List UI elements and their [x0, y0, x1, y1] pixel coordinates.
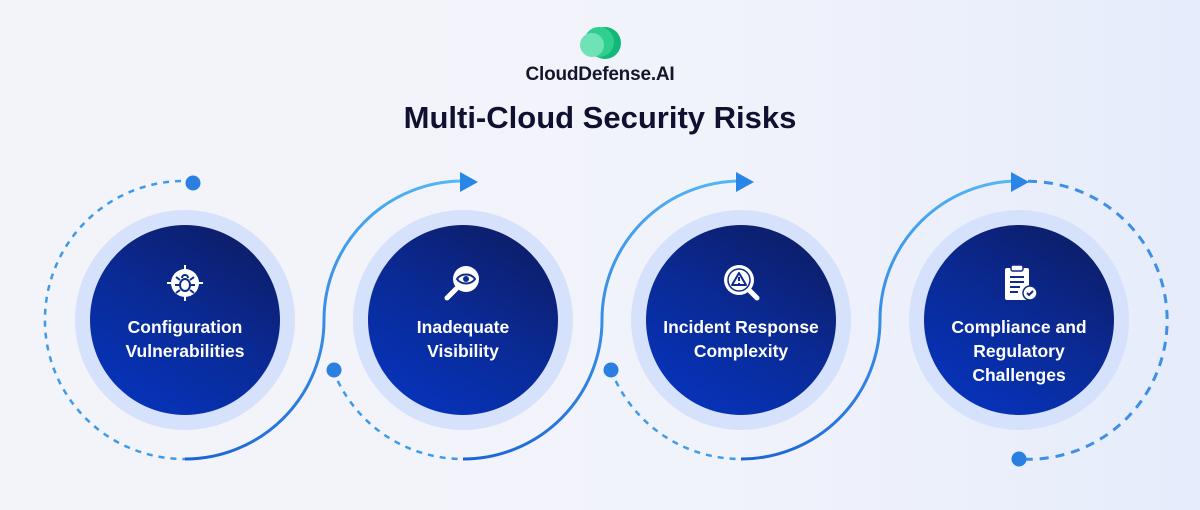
step-compliance-regulatory-challenges: Compliance and Regulatory Challenges — [909, 210, 1129, 430]
step-label: Configuration Vulnerabilities — [100, 315, 270, 363]
clipboard-check-icon — [1005, 264, 1038, 301]
step-incident-response-complexity: Incident Response Complexity — [631, 210, 851, 430]
label-line: Complexity — [693, 341, 789, 361]
bug-target-icon — [167, 265, 203, 301]
logo — [0, 26, 1200, 65]
arrow-head-2 — [736, 172, 754, 192]
brand-name: CloudDefense.AI — [525, 64, 675, 85]
dot-3 — [603, 362, 619, 378]
cloud-logo-icon — [580, 27, 621, 59]
warning-magnifier-icon — [724, 265, 760, 301]
step-label: Incident Response Complexity — [656, 315, 826, 363]
solid-connector-3 — [740, 179, 1020, 461]
label-line: Compliance and — [951, 317, 1087, 337]
step-label: Inadequate Visibility — [378, 315, 548, 363]
label-line: Regulatory — [973, 341, 1065, 361]
label-line: Challenges — [972, 365, 1066, 385]
dashed-arc-2 — [331, 369, 464, 461]
solid-connector-2 — [462, 179, 742, 461]
step-inadequate-visibility: Inadequate Visibility — [353, 210, 573, 430]
dot-2 — [326, 362, 342, 378]
label-line: Vulnerabilities — [125, 341, 245, 361]
step-configuration-vulnerabilities: Configuration Vulnerabilities — [75, 210, 295, 430]
dashed-arc-4 — [1018, 179, 1169, 461]
solid-connector-1 — [184, 179, 464, 461]
label-line: Configuration — [127, 317, 243, 337]
dashed-arc-3 — [609, 369, 742, 461]
dot-1 — [185, 175, 201, 191]
label-line: Inadequate — [416, 317, 510, 337]
label-line: Incident Response — [663, 317, 819, 337]
page-title: Multi-Cloud Security Risks — [403, 100, 797, 135]
label-line: Visibility — [427, 341, 499, 361]
step-label: Compliance and Regulatory Challenges — [934, 315, 1104, 387]
dot-4 — [1011, 451, 1027, 467]
arrow-head-1 — [460, 172, 478, 192]
eye-magnifier-icon — [444, 266, 479, 301]
arrow-head-3 — [1011, 172, 1029, 192]
